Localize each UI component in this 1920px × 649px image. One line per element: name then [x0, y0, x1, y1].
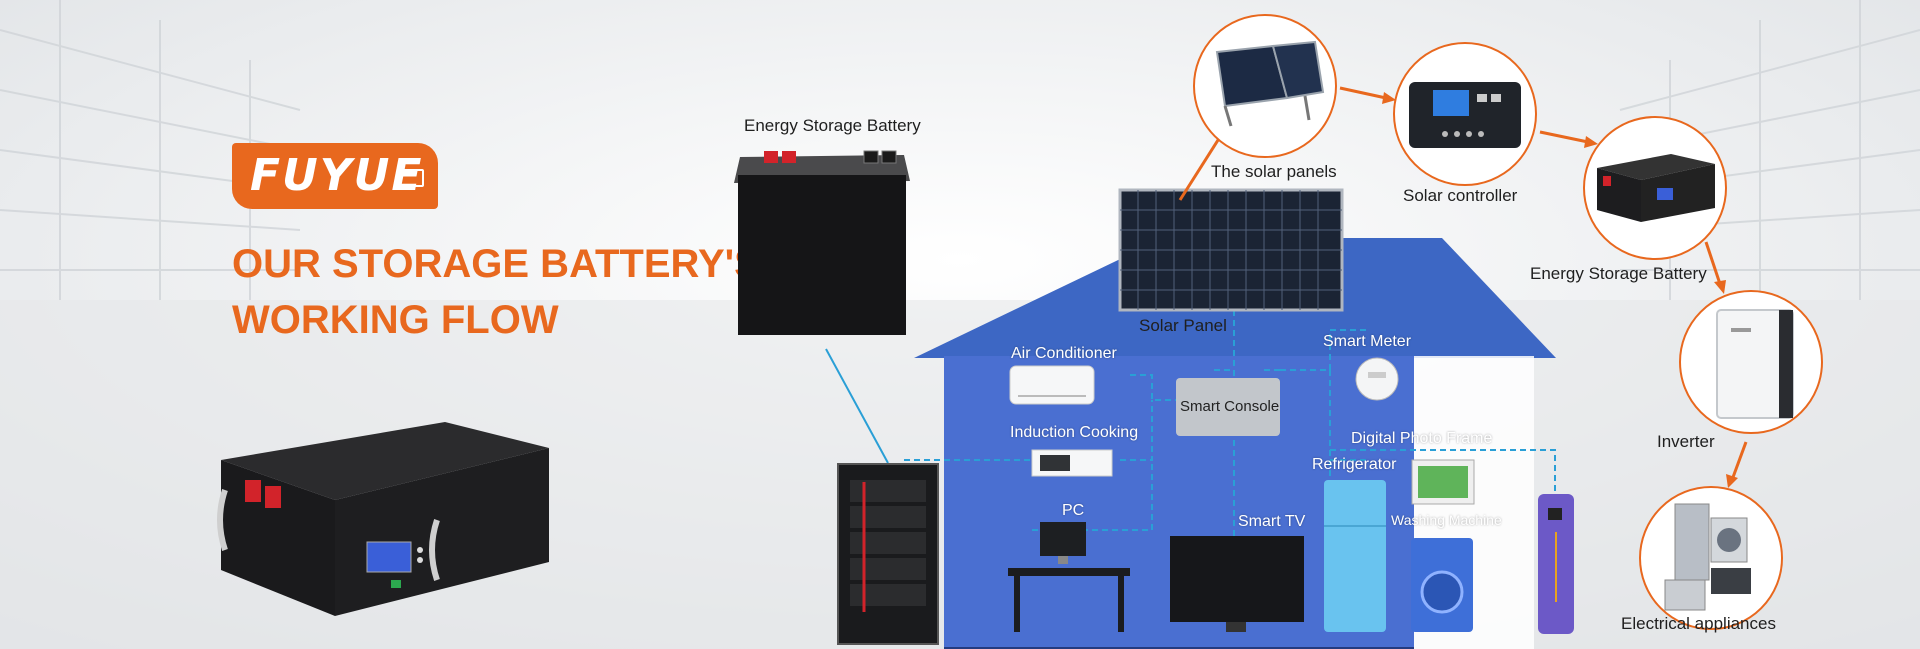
brand-logo: FUYUE [232, 143, 438, 209]
refrigerator-label: Refrigerator [1312, 456, 1397, 473]
smart-tv-label: Smart TV [1238, 513, 1306, 530]
inverter-icon [1716, 309, 1794, 419]
photo-frame-icon [1411, 459, 1475, 505]
charging-station-icon [1538, 494, 1574, 634]
washing-machine-label: Washing Machine [1391, 512, 1502, 528]
battery-module-icon [1597, 154, 1715, 222]
flow-electrical-appliances [1639, 486, 1783, 630]
battery-icon [398, 169, 424, 187]
flow-label-solar-controller: Solar controller [1403, 186, 1518, 205]
washing-machine-icon [1411, 538, 1473, 632]
pc-desk-icon [1008, 522, 1130, 632]
headline-line-1: OUR STORAGE BATTERY'S [232, 242, 761, 286]
flow-inverter [1679, 290, 1823, 434]
battery-link-line [825, 348, 889, 464]
flow-solar-panels [1193, 14, 1337, 158]
brand-logo-text: FUYUE [250, 150, 424, 201]
smart-console: Smart Console [1176, 378, 1280, 436]
smart-meter-label: Smart Meter [1323, 333, 1412, 350]
refrigerator-icon [1324, 480, 1386, 632]
smart-console-label: Smart Console [1180, 398, 1280, 415]
top-battery-label: Energy Storage Battery [744, 116, 921, 135]
arrow-to-inverter [1704, 241, 1726, 294]
flow-solar-controller [1393, 42, 1537, 186]
smart-meter-icon [1355, 357, 1399, 401]
pc-label: PC [1062, 502, 1085, 519]
arrow-to-appliances [1726, 441, 1748, 488]
air-conditioner-label: Air Conditioner [1011, 345, 1117, 362]
battery-cabinet-icon [837, 463, 939, 645]
smart-tv-icon [1170, 536, 1304, 632]
solar-panel-label: Solar Panel [1139, 316, 1227, 335]
arrow-to-controller [1339, 86, 1396, 104]
headline: OUR STORAGE BATTERY'S WORKING FLOW [232, 236, 761, 348]
flow-energy-storage-battery [1583, 116, 1727, 260]
rack-battery-module-icon [217, 422, 549, 616]
induction-cooker-icon [1031, 449, 1113, 477]
solar-panels-icon [1215, 40, 1325, 127]
storage-battery-icon [734, 150, 910, 335]
headline-line-2: WORKING FLOW [232, 298, 559, 342]
solar-panel-icon [1118, 188, 1344, 312]
arrow-to-battery [1539, 130, 1598, 148]
appliances-icon [1664, 503, 1751, 611]
flow-label-electrical-appliances: Electrical appliances [1621, 614, 1776, 633]
induction-cooking-label: Induction Cooking [1010, 424, 1139, 441]
flow-label-inverter: Inverter [1657, 432, 1715, 451]
flow-label-solar-panels: The solar panels [1211, 162, 1337, 181]
digital-photo-frame-label: Digital Photo Frame [1351, 430, 1493, 447]
air-conditioner-icon [1009, 365, 1095, 405]
solar-controller-icon [1409, 82, 1521, 148]
flow-label-energy-storage-battery: Energy Storage Battery [1530, 264, 1707, 283]
